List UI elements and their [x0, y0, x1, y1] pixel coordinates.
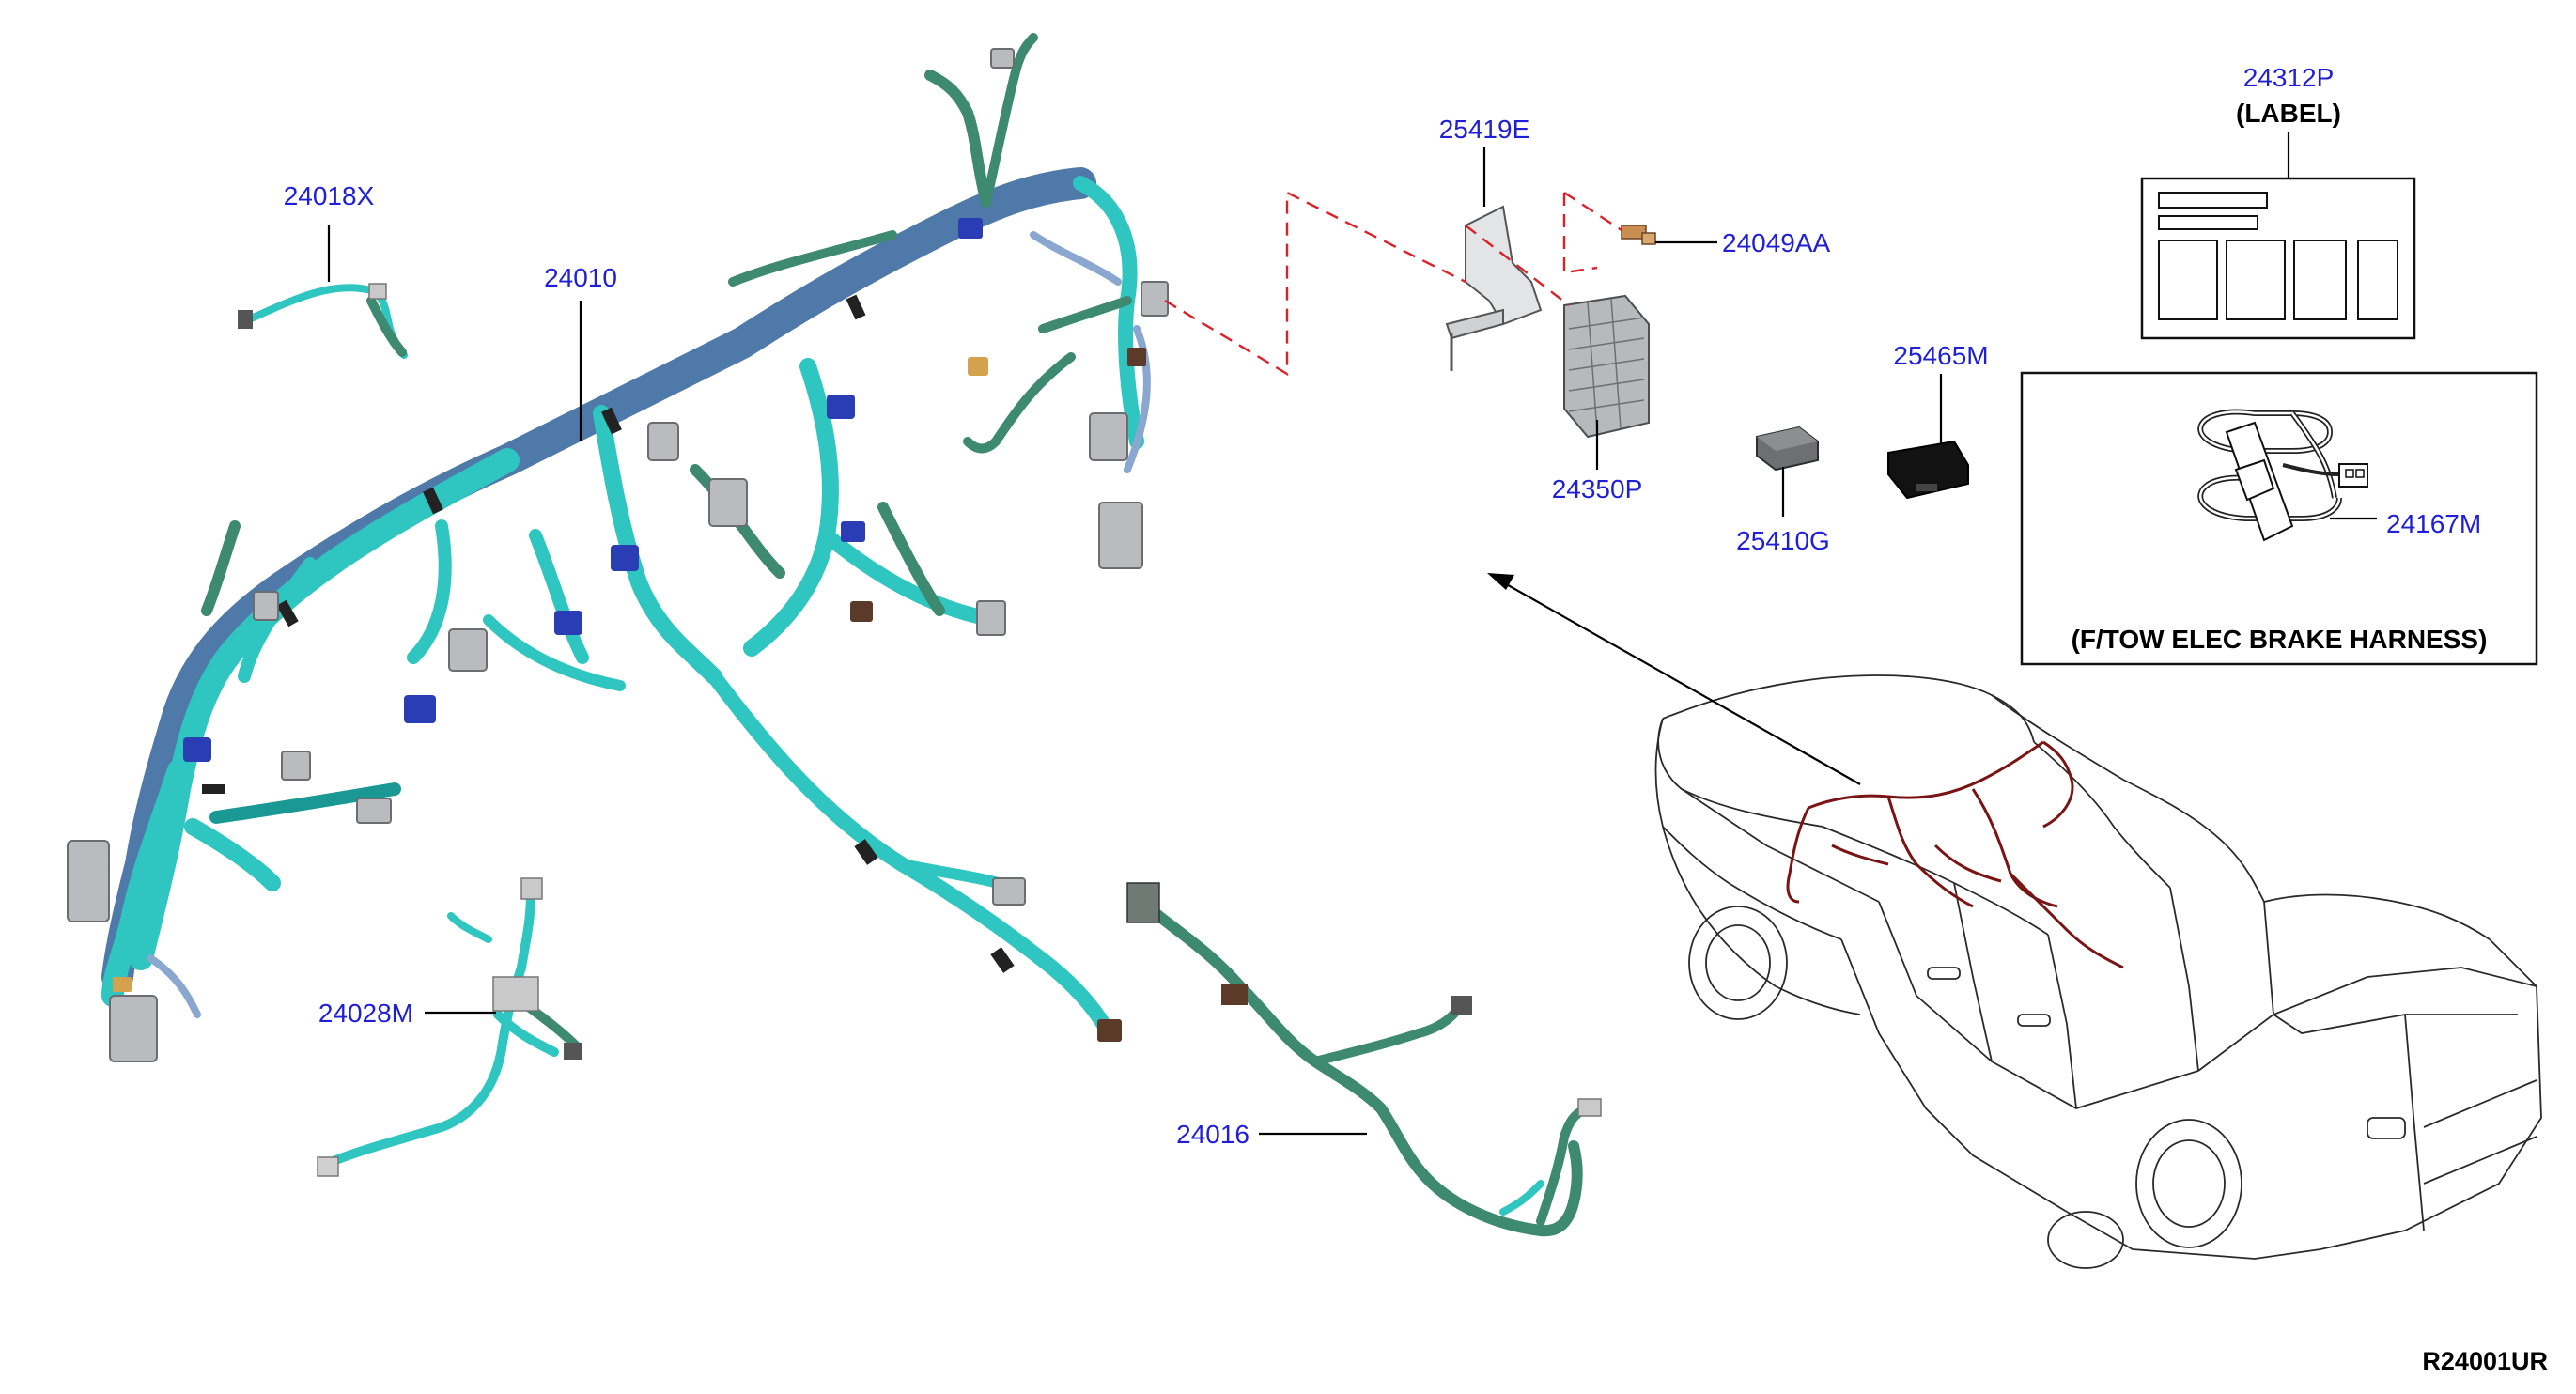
- part-number-24010: 24010: [544, 263, 617, 292]
- connector-icon: [317, 1156, 339, 1177]
- tow-harness-caption: (F/TOW ELEC BRAKE HARNESS): [2072, 625, 2488, 654]
- part-number-24350p: 24350P: [1552, 474, 1643, 503]
- connector-icon: [564, 1043, 582, 1060]
- connector-icon: [1451, 996, 1472, 1015]
- part-number-25419e: 25419E: [1439, 115, 1530, 144]
- fuse-block-24350p[interactable]: [1563, 294, 1650, 439]
- dashed-leader-lines: [1164, 191, 1622, 377]
- module-25410g[interactable]: [1756, 426, 1819, 472]
- part-number-24049aa: 24049AA: [1722, 228, 1831, 257]
- label-24312p[interactable]: [2140, 177, 2416, 340]
- connector-icon: [1577, 1098, 1602, 1117]
- screw-24049aa[interactable]: [1621, 225, 1656, 245]
- main-harness-24010[interactable]: [67, 33, 1169, 1062]
- label-caption: (LABEL): [2236, 99, 2341, 128]
- part-number-24312p: 24312P: [2243, 63, 2335, 92]
- part-number-24167m: 24167M: [2386, 509, 2481, 538]
- harness-24028m[interactable]: [317, 877, 582, 1177]
- part-number-24018x: 24018X: [284, 181, 375, 210]
- diagram-reference-code: R24001UR: [2422, 1347, 2548, 1375]
- connector-icon: [238, 310, 253, 329]
- part-number-labels: 24018X 24010 24028M 24016 25419E 24049AA…: [284, 63, 2548, 1375]
- connector-icon: [492, 976, 539, 1012]
- connector-icon: [1126, 882, 1160, 923]
- bracket-25419e[interactable]: [1445, 205, 1543, 371]
- vehicle-location-illustration: [1654, 674, 2542, 1269]
- part-number-24028m: 24028M: [318, 999, 413, 1028]
- part-number-25465m: 25465M: [1893, 341, 1988, 370]
- part-number-25410g: 25410G: [1736, 526, 1830, 555]
- part-number-24016: 24016: [1176, 1120, 1249, 1149]
- harness-24018x[interactable]: [238, 283, 408, 359]
- tow-harness-24167m[interactable]: [2197, 409, 2368, 542]
- leader-lines: [327, 132, 2377, 1136]
- harness-24016[interactable]: [1126, 882, 1602, 1237]
- connector-icon: [368, 283, 387, 300]
- connector-icon: [1221, 984, 1248, 1005]
- connector-icon: [520, 877, 543, 900]
- component-25465m[interactable]: [1887, 440, 1969, 500]
